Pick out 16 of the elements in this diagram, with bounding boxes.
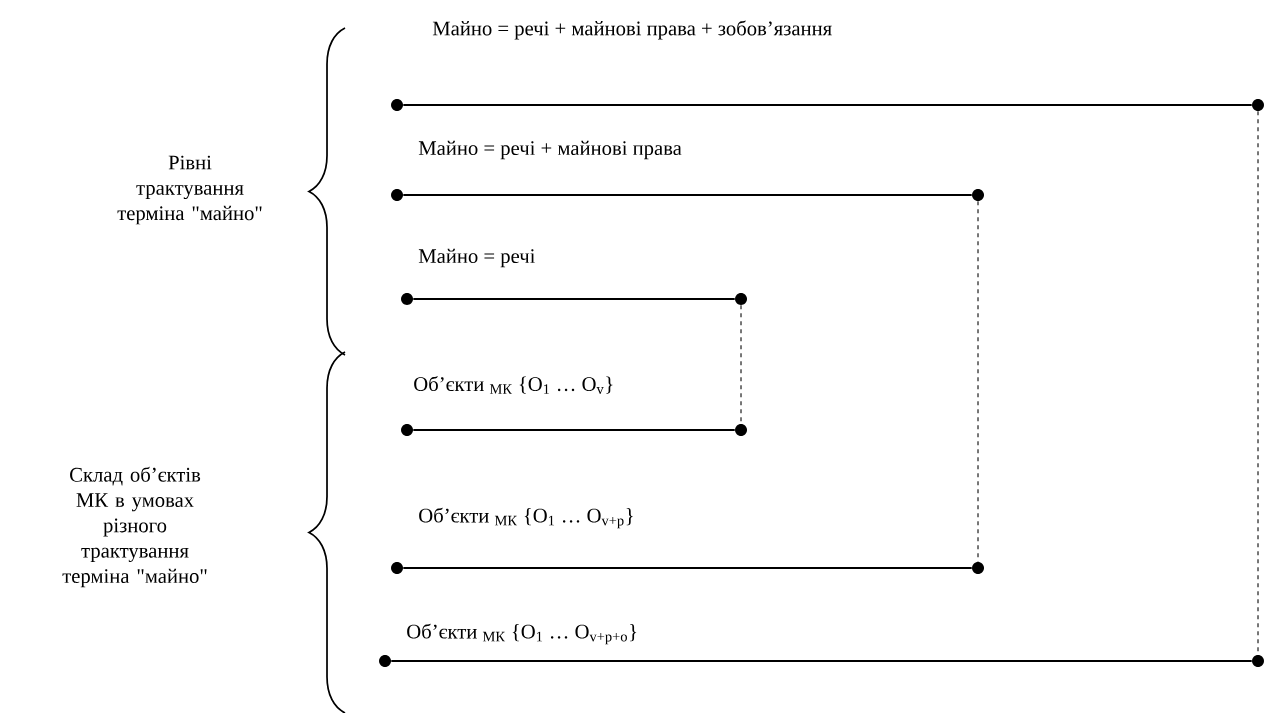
connector-line [402, 194, 973, 196]
formula-text: Майно = речі + майнові права + зобов’язання [432, 20, 832, 40]
formula-text: Об’єкти $_{МК}$ {O$_{1}$ … O$_{v+p}$} [419, 507, 633, 529]
formula-text: Майно = речі [418, 248, 535, 268]
dashed-line [977, 200, 979, 563]
connector-line [412, 298, 736, 300]
connector-line [402, 567, 973, 569]
dashed-line [740, 304, 742, 425]
connector-line [402, 104, 1253, 106]
connector-line [390, 660, 1253, 662]
brace-label: Рівні трактування терміна "майно" [117, 155, 262, 225]
connector-line [412, 429, 736, 431]
formula-text: Об’єкти $_{МК}$ {O$_{1}$ … O$_{v+p+o}$} [407, 623, 637, 645]
brace-label: Склад об’єктів МК в умовах різного трактування терміна "майно" [62, 466, 207, 588]
formula-text: Майно = речі + майнові права [418, 140, 682, 160]
formula-text: Об’єкти $_{МК}$ {O$_{1}$ … O$_{v}$} [414, 376, 613, 394]
